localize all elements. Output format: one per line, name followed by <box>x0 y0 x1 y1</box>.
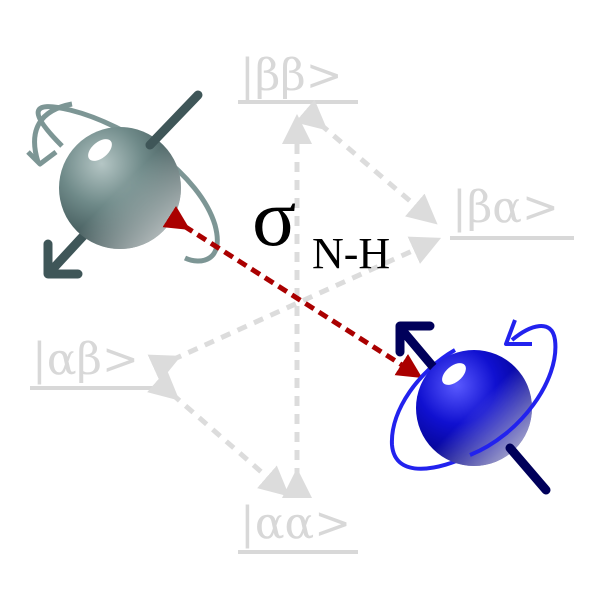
lower-left-transition-arrow <box>147 369 290 497</box>
state-bb: |ββ> <box>238 50 358 104</box>
state-ba: |βα> <box>450 182 574 240</box>
state-ab: |αβ> <box>30 334 154 390</box>
svg-text:N-H: N-H <box>312 229 390 278</box>
state-aa: |αα> <box>238 498 358 554</box>
gray-spin-sphere <box>26 90 220 279</box>
blue-spin-sphere <box>389 319 558 495</box>
cross-relaxation-arrow <box>162 206 423 379</box>
svg-text:σ: σ <box>252 172 296 263</box>
upper-right-transition-arrow <box>295 99 438 225</box>
svg-text:|αβ>: |αβ> <box>32 334 139 385</box>
svg-text:|ββ>: |ββ> <box>240 50 343 101</box>
svg-text:|βα>: |βα> <box>452 182 559 233</box>
svg-text:|αα>: |αα> <box>240 498 351 549</box>
sigma-label: σ N-H <box>252 172 390 278</box>
